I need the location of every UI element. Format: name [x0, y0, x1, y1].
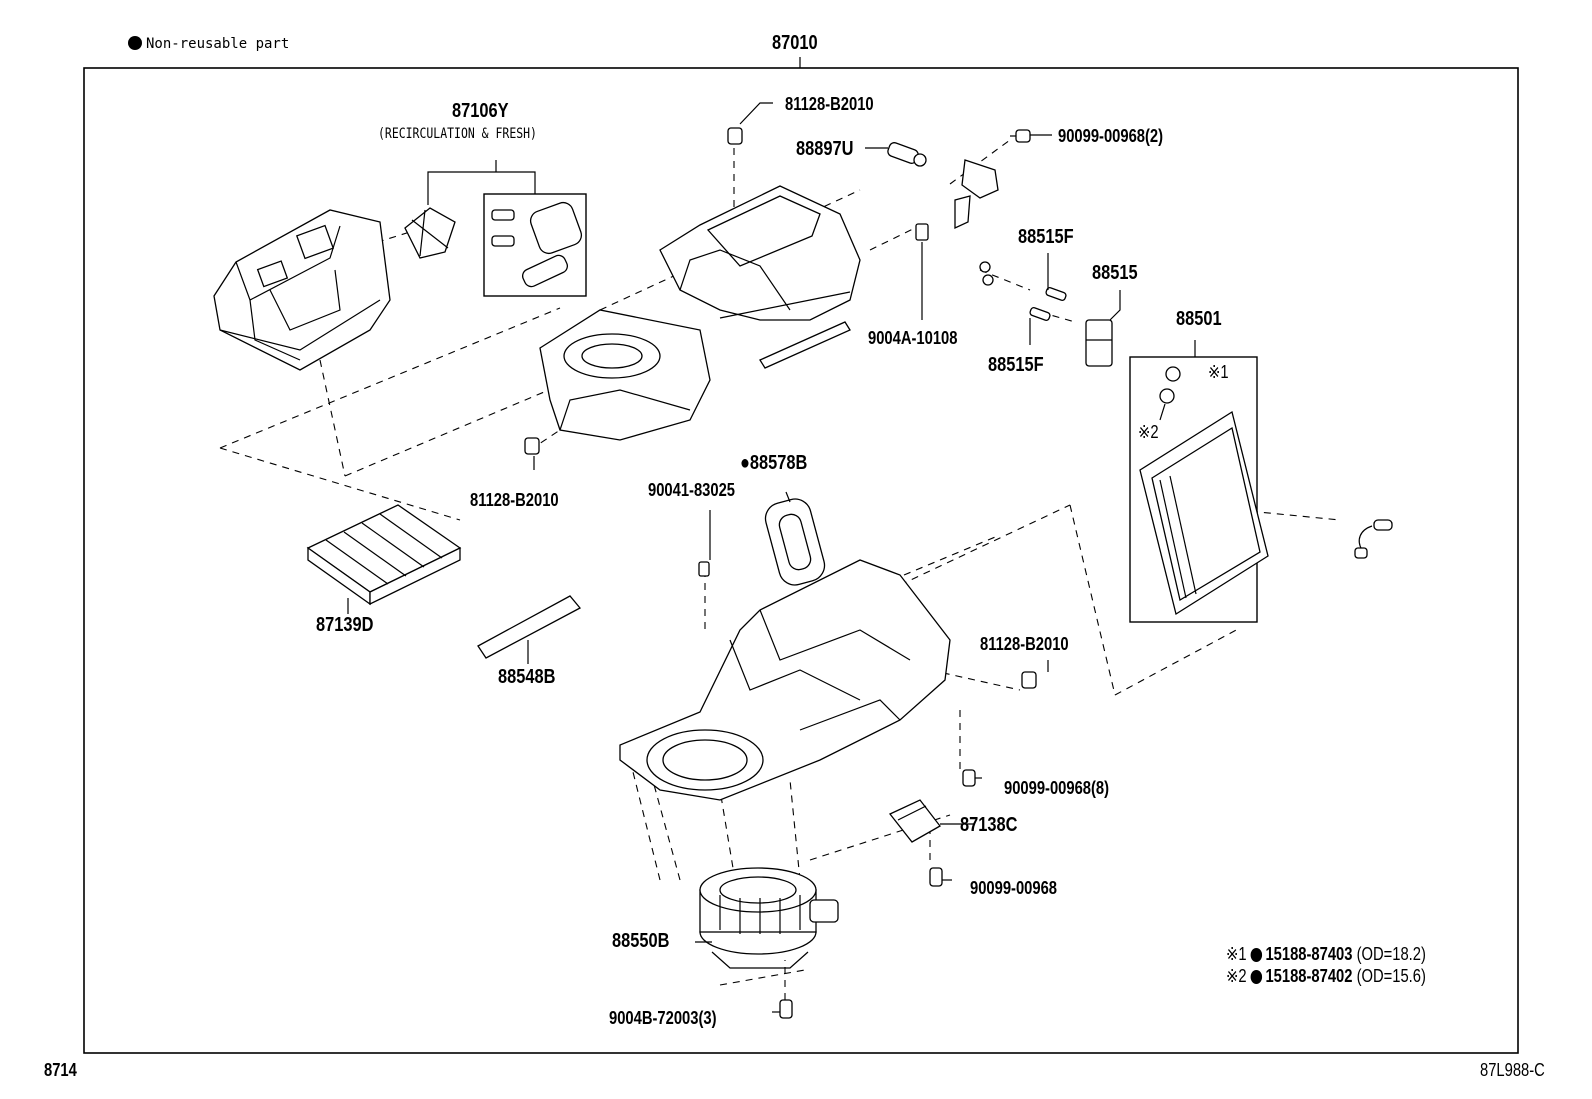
callout-2: ※2 — [1138, 422, 1159, 442]
part-88550b-label: 88550B — [612, 930, 670, 952]
filter-cover-illustration — [477, 595, 582, 659]
part-81128-mid-label: 81128-B2010 — [470, 490, 559, 510]
screw-90099-top — [1010, 129, 1031, 143]
evaporator-illustration — [1139, 366, 1269, 616]
bracket-9004a — [915, 223, 929, 241]
legend: Non-reusable part — [128, 36, 289, 52]
screw-9004b — [772, 999, 793, 1019]
clip-90041 — [698, 561, 710, 577]
part-9004b-label: 9004B-72003(3) — [609, 1008, 717, 1028]
note-2-spec: (OD=15.6) — [1356, 966, 1426, 986]
blower-case-illustration — [619, 559, 951, 801]
assembly-label: 87010 — [772, 32, 818, 54]
non-reusable-symbol — [128, 36, 142, 50]
sensor-88897u — [887, 142, 927, 167]
expansion-valve-illustration — [979, 261, 1113, 367]
air-filter-illustration — [306, 504, 462, 606]
part-87138c-label: 87138C — [960, 814, 1018, 836]
part-88578b-label: ●88578B — [740, 452, 808, 474]
note-2-mark: ※2 — [1226, 966, 1247, 986]
part-9004a-label: 9004A-10108 — [868, 328, 958, 348]
part-88548b-label: 88548B — [498, 666, 556, 688]
blower-motor-illustration — [699, 867, 839, 969]
footer-right: 87L988-C — [1480, 1060, 1545, 1080]
part-87139d-label: 87139D — [316, 614, 374, 636]
part-88515-label: 88515 — [1092, 262, 1138, 284]
part-81128-right-label: 81128-B2010 — [980, 634, 1069, 654]
part-90099-label: 90099-00968 — [970, 878, 1058, 898]
part-88515f-b-label: 88515F — [988, 354, 1044, 376]
note-1-spec: (OD=18.2) — [1356, 944, 1426, 964]
upper-case-illustration — [659, 185, 861, 369]
non-reusable-symbol — [1250, 970, 1263, 984]
clip-81128-mid — [524, 437, 540, 455]
clip-81128-right — [1021, 671, 1037, 689]
footer-left: 8714 — [44, 1060, 77, 1080]
seal-88578b — [764, 498, 826, 586]
non-reusable-symbol — [1250, 948, 1263, 962]
note-row-1: ※1 15188-87403 (OD=18.2) — [1226, 944, 1426, 964]
part-87106y-note: (RECIRCULATION & FRESH) — [378, 126, 537, 142]
clip-81128-top — [727, 127, 743, 145]
part-90099-2-label: 90099-00968(2) — [1058, 126, 1164, 146]
assembly-frame — [83, 67, 1519, 1054]
part-90099-8-label: 90099-00968(8) — [1004, 778, 1110, 798]
note-1-mark: ※1 — [1226, 944, 1247, 964]
screw-90099-bottom — [929, 867, 952, 887]
part-88515f-a-label: 88515F — [1018, 226, 1074, 248]
blower-resistor-illustration — [888, 799, 941, 843]
part-81128-top-label: 81128-B2010 — [785, 94, 874, 114]
bracket-illustration — [961, 159, 999, 199]
note-1-part: 15188-87403 — [1265, 944, 1353, 964]
note-2-part: 15188-87402 — [1265, 966, 1353, 986]
part-88897u-label: 88897U — [796, 138, 854, 160]
kit-contents — [491, 201, 583, 288]
part-87106y-label: 87106Y — [452, 100, 509, 122]
recirculation-housing-illustration — [213, 209, 391, 371]
screw-90099-8 — [962, 769, 982, 787]
inlet-case-illustration — [539, 309, 711, 441]
legend-text: Non-reusable part — [146, 36, 290, 52]
callout-1: ※1 — [1208, 362, 1229, 382]
part-90041-label: 90041-83025 — [648, 480, 736, 500]
leader-lines — [347, 102, 1121, 943]
thermistor-illustration — [1354, 519, 1393, 559]
part-88501-label: 88501 — [1176, 308, 1222, 330]
note-row-2: ※2 15188-87402 (OD=15.6) — [1226, 966, 1426, 986]
door-mechanism-illustration — [404, 207, 456, 259]
